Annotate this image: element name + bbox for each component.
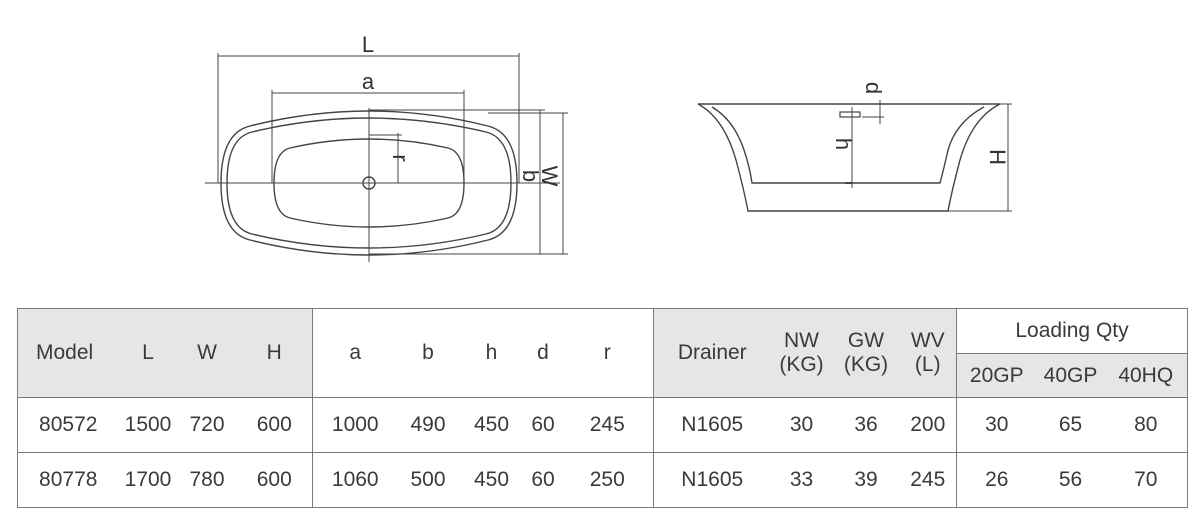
cell-40gp: 56 — [1036, 452, 1105, 508]
table-header-row: Model L W H a b h d r Drainer NW (KG) GW… — [17, 308, 1188, 398]
table-row: 80572 1500 720 600 1000 490 450 60 245 N… — [17, 397, 1188, 453]
dim-label-h: h — [831, 138, 856, 150]
cell-H: 600 — [236, 452, 313, 508]
header-nw-line1: NW — [784, 329, 819, 352]
top-view — [205, 53, 568, 262]
dim-label-r: r — [388, 154, 413, 161]
cell-wv: 200 — [899, 397, 957, 453]
dim-label-L: L — [362, 32, 374, 57]
cell-nw: 30 — [770, 397, 833, 453]
cell-20gp: 26 — [956, 452, 1037, 508]
cell-40gp: 65 — [1036, 397, 1105, 453]
header-H: H — [236, 308, 313, 398]
cell-L: 1700 — [118, 452, 178, 508]
cell-nw: 33 — [770, 452, 833, 508]
tub-outer-outline — [220, 110, 518, 256]
dim-label-a: a — [362, 69, 375, 94]
cell-wv: 245 — [899, 452, 957, 508]
header-b: b — [397, 308, 459, 398]
table-subheader-row: 20GP 40GP 40HQ — [18, 353, 1188, 398]
table-row: 80778 1700 780 600 1060 500 450 60 250 N… — [17, 452, 1188, 508]
cell-r: 250 — [561, 452, 654, 508]
dim-label-H: H — [985, 149, 1010, 165]
cell-20gp: 30 — [956, 397, 1037, 453]
header-gw-line2: (KG) — [843, 353, 889, 376]
dim-label-W: W — [537, 166, 562, 187]
header-20gp: 20GP — [956, 353, 1037, 398]
spec-table: Model L W H a b h d r Drainer NW (KG) GW… — [17, 308, 1188, 508]
cell-d: 60 — [524, 452, 562, 508]
header-gw-line1: GW — [847, 329, 885, 352]
header-gw: GW (KG) — [832, 308, 900, 398]
cell-h: 450 — [458, 452, 525, 508]
cell-model: 80572 — [17, 397, 119, 453]
dim-label-b: b — [518, 170, 543, 182]
cell-gw: 39 — [832, 452, 900, 508]
cell-r: 245 — [561, 397, 654, 453]
cell-a: 1000 — [312, 397, 398, 453]
header-40gp: 40GP — [1036, 353, 1105, 398]
cell-drainer: N1605 — [653, 397, 771, 453]
cell-40hq: 70 — [1104, 452, 1188, 508]
header-W: W — [177, 308, 237, 398]
dim-label-d: d — [861, 82, 886, 94]
header-a: a — [312, 308, 398, 398]
cell-gw: 36 — [832, 397, 900, 453]
cell-W: 720 — [177, 397, 237, 453]
header-nw: NW (KG) — [770, 308, 833, 398]
header-loading-qty: Loading Qty — [956, 308, 1188, 354]
cell-a: 1060 — [312, 452, 398, 508]
cell-model: 80778 — [17, 452, 119, 508]
header-h: h — [458, 308, 525, 398]
header-r: r — [561, 308, 654, 398]
cell-drainer: N1605 — [653, 452, 771, 508]
tub-basin — [273, 138, 465, 228]
cell-b: 490 — [397, 397, 459, 453]
overflow-fitting — [839, 111, 861, 118]
tub-inner-rim — [226, 117, 512, 249]
cell-h: 450 — [458, 397, 525, 453]
header-L: L — [118, 308, 178, 398]
side-view — [697, 100, 1012, 212]
header-drainer: Drainer — [653, 308, 771, 398]
header-d: d — [524, 308, 562, 398]
header-wv: WV (L) — [899, 308, 957, 398]
cell-L: 1500 — [118, 397, 178, 453]
cell-d: 60 — [524, 397, 562, 453]
drain-hole — [362, 176, 376, 190]
header-wv-line1: WV — [910, 329, 945, 352]
header-wv-line2: (L) — [914, 353, 941, 376]
technical-drawings: L a r b W d h H — [205, 32, 1012, 262]
cell-W: 780 — [177, 452, 237, 508]
tub-side-outline — [697, 103, 1001, 212]
header-nw-line2: (KG) — [779, 353, 824, 376]
header-model: Model — [17, 308, 119, 398]
header-40hq: 40HQ — [1104, 353, 1188, 398]
cell-H: 600 — [236, 397, 313, 453]
cell-b: 500 — [397, 452, 459, 508]
cell-40hq: 80 — [1104, 397, 1188, 453]
